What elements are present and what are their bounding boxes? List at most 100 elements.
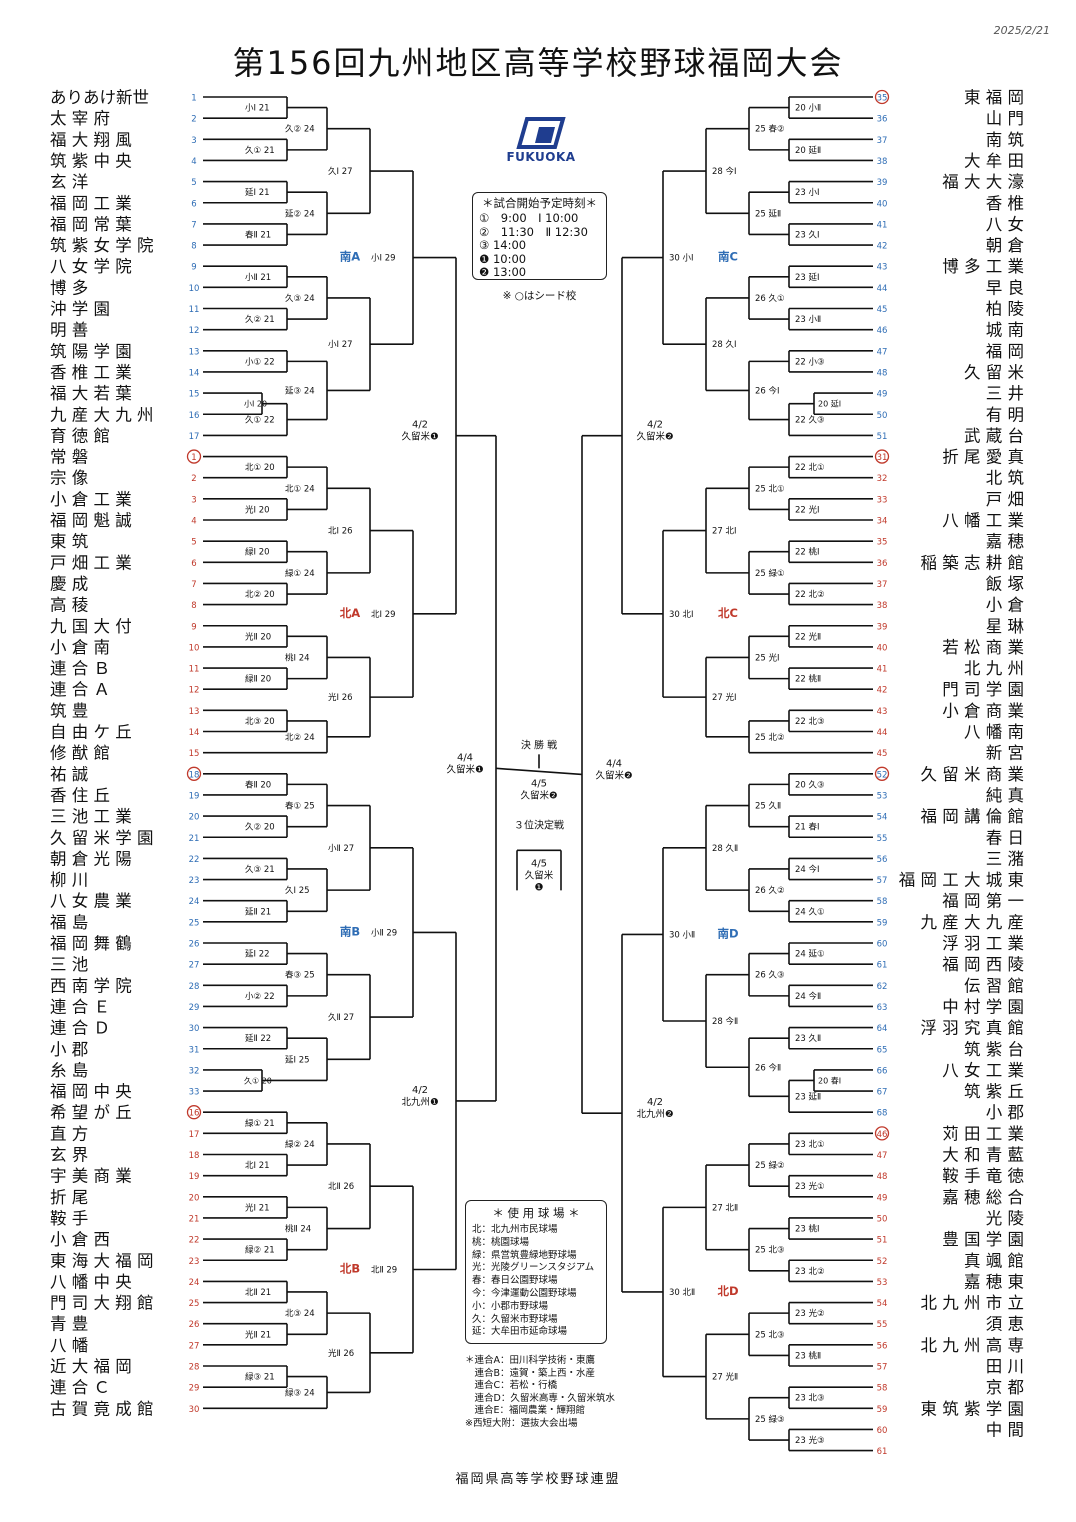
- match-label: 久Ⅰ 27: [328, 166, 353, 177]
- slot-number: 61: [877, 961, 888, 971]
- match-label: 光Ⅰ 26: [328, 692, 353, 703]
- match-label: 緑Ⅱ 20: [245, 674, 271, 685]
- joint-team-note: 連合D：久留米高専・久留米筑水: [465, 1392, 615, 1404]
- match-label: 25 緑③: [755, 1414, 785, 1425]
- school-name: 早 良: [986, 278, 1024, 297]
- match-label: 23 北②: [795, 1267, 825, 1277]
- school-name: 香 住 丘: [50, 786, 110, 805]
- school-name: 八 幡: [50, 1336, 89, 1355]
- slot-number: 51: [877, 1236, 888, 1246]
- semi-venue: 北九州❷: [636, 1108, 673, 1120]
- seed-circle-icon: [186, 766, 202, 781]
- slot-number: 25: [189, 918, 200, 928]
- school-name: 沖 学 園: [50, 300, 110, 319]
- semi-venue: 久留米❷: [636, 431, 673, 443]
- slot-number: 36: [877, 559, 888, 569]
- match-label: 久② 21: [245, 314, 275, 325]
- match-label: 春③ 25: [285, 970, 315, 981]
- venue-line: 小：小郡市野球場: [472, 1300, 549, 1312]
- school-name: 小 倉 工 業: [50, 490, 132, 509]
- slot-number: 37: [877, 136, 888, 146]
- slot-number: 7: [191, 220, 196, 230]
- slot-number: 42: [877, 686, 888, 696]
- venue-line: 今：今津運動公園野球場: [472, 1287, 577, 1299]
- slot-number: 41: [877, 220, 888, 230]
- slot-number: 30: [189, 1405, 200, 1415]
- match-label: 小Ⅱ 29: [371, 927, 397, 938]
- slot-number: 20: [189, 813, 200, 823]
- school-name: ありあけ新世: [50, 88, 149, 107]
- school-name: 修 猷 館: [50, 744, 110, 763]
- school-name: 飯 塚: [986, 574, 1024, 593]
- match-label: 22 小③: [795, 356, 825, 367]
- venue-line: 延：大牟田市延命球場: [472, 1326, 568, 1338]
- school-name: 中 間: [986, 1420, 1024, 1439]
- school-name: 南 筑: [986, 130, 1025, 149]
- match-label: 22 光Ⅱ: [795, 631, 821, 642]
- third-mark: ❶: [535, 882, 544, 893]
- match-label: 北Ⅰ 29: [371, 610, 396, 620]
- slot-number: 54: [877, 1299, 888, 1309]
- slot-number: 54: [877, 813, 888, 823]
- slot-number: 52: [877, 1257, 888, 1267]
- match-label: 小Ⅱ 21: [245, 272, 271, 283]
- school-name: 宇 美 商 業: [50, 1167, 132, 1186]
- slot-number: 58: [877, 897, 888, 907]
- slot-number: 33: [189, 1088, 200, 1098]
- footer-organizer: 福岡県高等学校野球連盟: [455, 1472, 621, 1487]
- slot-number: 65: [877, 1045, 888, 1055]
- school-name: 北 筑: [986, 469, 1025, 488]
- school-name: 伝 習 館: [964, 976, 1024, 995]
- school-name: 大 牟 田: [964, 151, 1024, 170]
- slot-number: 2: [191, 115, 196, 125]
- match-label: 22 光Ⅰ: [795, 504, 820, 515]
- slot-number: 53: [877, 791, 888, 801]
- match-label: 23 光③: [795, 1435, 825, 1446]
- slot-number: 32: [189, 1066, 200, 1076]
- slot-number: 46: [877, 1130, 888, 1140]
- school-name: 福 岡 工 大 城 東: [899, 871, 1024, 890]
- school-name: 稲 築 志 耕 館: [921, 553, 1024, 572]
- slot-number: 12: [189, 686, 200, 696]
- school-name: 西 南 学 院: [50, 976, 132, 995]
- school-name: 大 和 青 藍: [942, 1146, 1024, 1165]
- school-name: 三 井: [986, 384, 1024, 403]
- school-name: 嘉 穂 総 合: [942, 1188, 1024, 1207]
- school-name: 真 颯 館: [964, 1251, 1024, 1270]
- school-name: 鞍 手: [50, 1209, 88, 1228]
- match-label: 30 小Ⅱ: [669, 929, 695, 940]
- slot-number: 42: [877, 242, 888, 252]
- school-name: 朝 倉 光 陽: [50, 849, 132, 868]
- match-label: 光Ⅱ 26: [328, 1348, 354, 1359]
- school-name: 小 倉 商 業: [942, 701, 1024, 720]
- slot-number: 23: [189, 876, 200, 886]
- third-date: 4/5: [531, 858, 547, 869]
- match-label: 光Ⅱ 20: [245, 631, 271, 642]
- slot-number: 22: [189, 1236, 200, 1246]
- school-name: 若 松 商 業: [942, 638, 1024, 657]
- slot-number: 23: [189, 1257, 200, 1267]
- slot-number: 30: [189, 1024, 200, 1034]
- slot-number: 38: [877, 601, 888, 611]
- school-name: 祐 誠: [50, 765, 88, 784]
- school-name: 福 岡 工 業: [50, 194, 132, 213]
- block-name: 南A: [340, 250, 360, 264]
- semi-date: 4/2: [412, 420, 428, 431]
- slot-number: 60: [877, 940, 888, 950]
- slot-number: 53: [877, 1278, 888, 1288]
- school-name: 八 女 学 院: [50, 257, 132, 276]
- match-label: 延Ⅰ 21: [245, 187, 270, 198]
- school-name: 朝 倉: [986, 236, 1024, 255]
- match-label: 24 久①: [795, 906, 825, 917]
- slot-number: 24: [189, 897, 200, 907]
- block-name: 北A: [340, 606, 360, 620]
- slot-number: 3: [191, 495, 196, 505]
- joint-team-note: ※西短大附：選抜大会出場: [465, 1417, 578, 1429]
- school-name: 希 望 が 丘: [50, 1103, 132, 1122]
- school-name: 三 池: [50, 955, 88, 974]
- match-label: 久③ 24: [285, 293, 315, 304]
- slot-number: 16: [189, 1109, 200, 1119]
- match-label: 北① 20: [245, 463, 275, 473]
- semi-venue: 北九州❶: [401, 1096, 438, 1108]
- fukuoka-logo-icon: [516, 117, 566, 149]
